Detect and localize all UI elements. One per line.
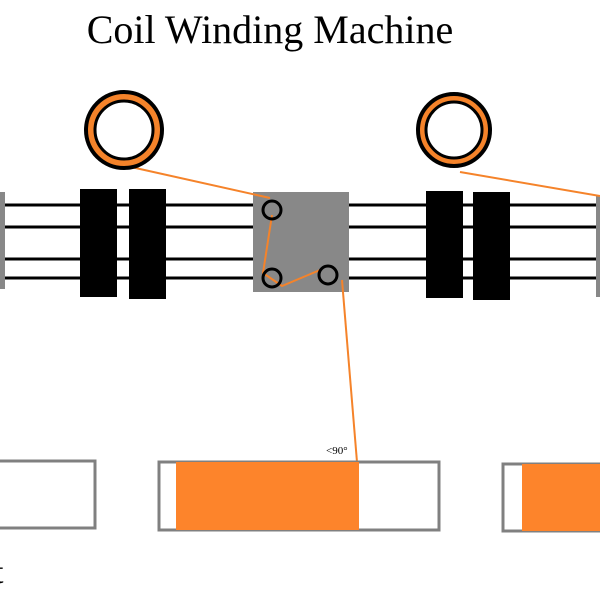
- roller-2: [129, 189, 166, 299]
- guide-pulley-bottom-right: [317, 264, 339, 286]
- coil-form-center-wrap: [176, 462, 359, 530]
- wire-paths: [130, 166, 600, 463]
- wire-guide-zigzag: [261, 214, 321, 288]
- right-wire-spool: [416, 92, 492, 168]
- wire-left-spool-to-guide: [130, 166, 271, 199]
- roller-4: [473, 192, 510, 300]
- right-frame-edge: [596, 195, 600, 297]
- wire-right-spool-to-edge: [459, 171, 600, 197]
- roller-1: [80, 189, 117, 297]
- guide-pulley-top: [261, 199, 283, 221]
- guide-pulley-bottom-left: [261, 267, 283, 289]
- left-wire-spool: [84, 90, 164, 170]
- roller-3: [426, 191, 463, 298]
- angle-label: <90°: [326, 445, 348, 457]
- diagram-title: Coil Winding Machine: [86, 7, 454, 52]
- coil-form-right-wrap: [522, 464, 600, 531]
- left-frame-edge: [0, 192, 5, 289]
- wire-guide-block: [253, 192, 349, 292]
- wire-guide-to-form: [341, 279, 358, 463]
- coil-form-left: [0, 459, 97, 530]
- cropped-text-glyph: t: [0, 556, 3, 590]
